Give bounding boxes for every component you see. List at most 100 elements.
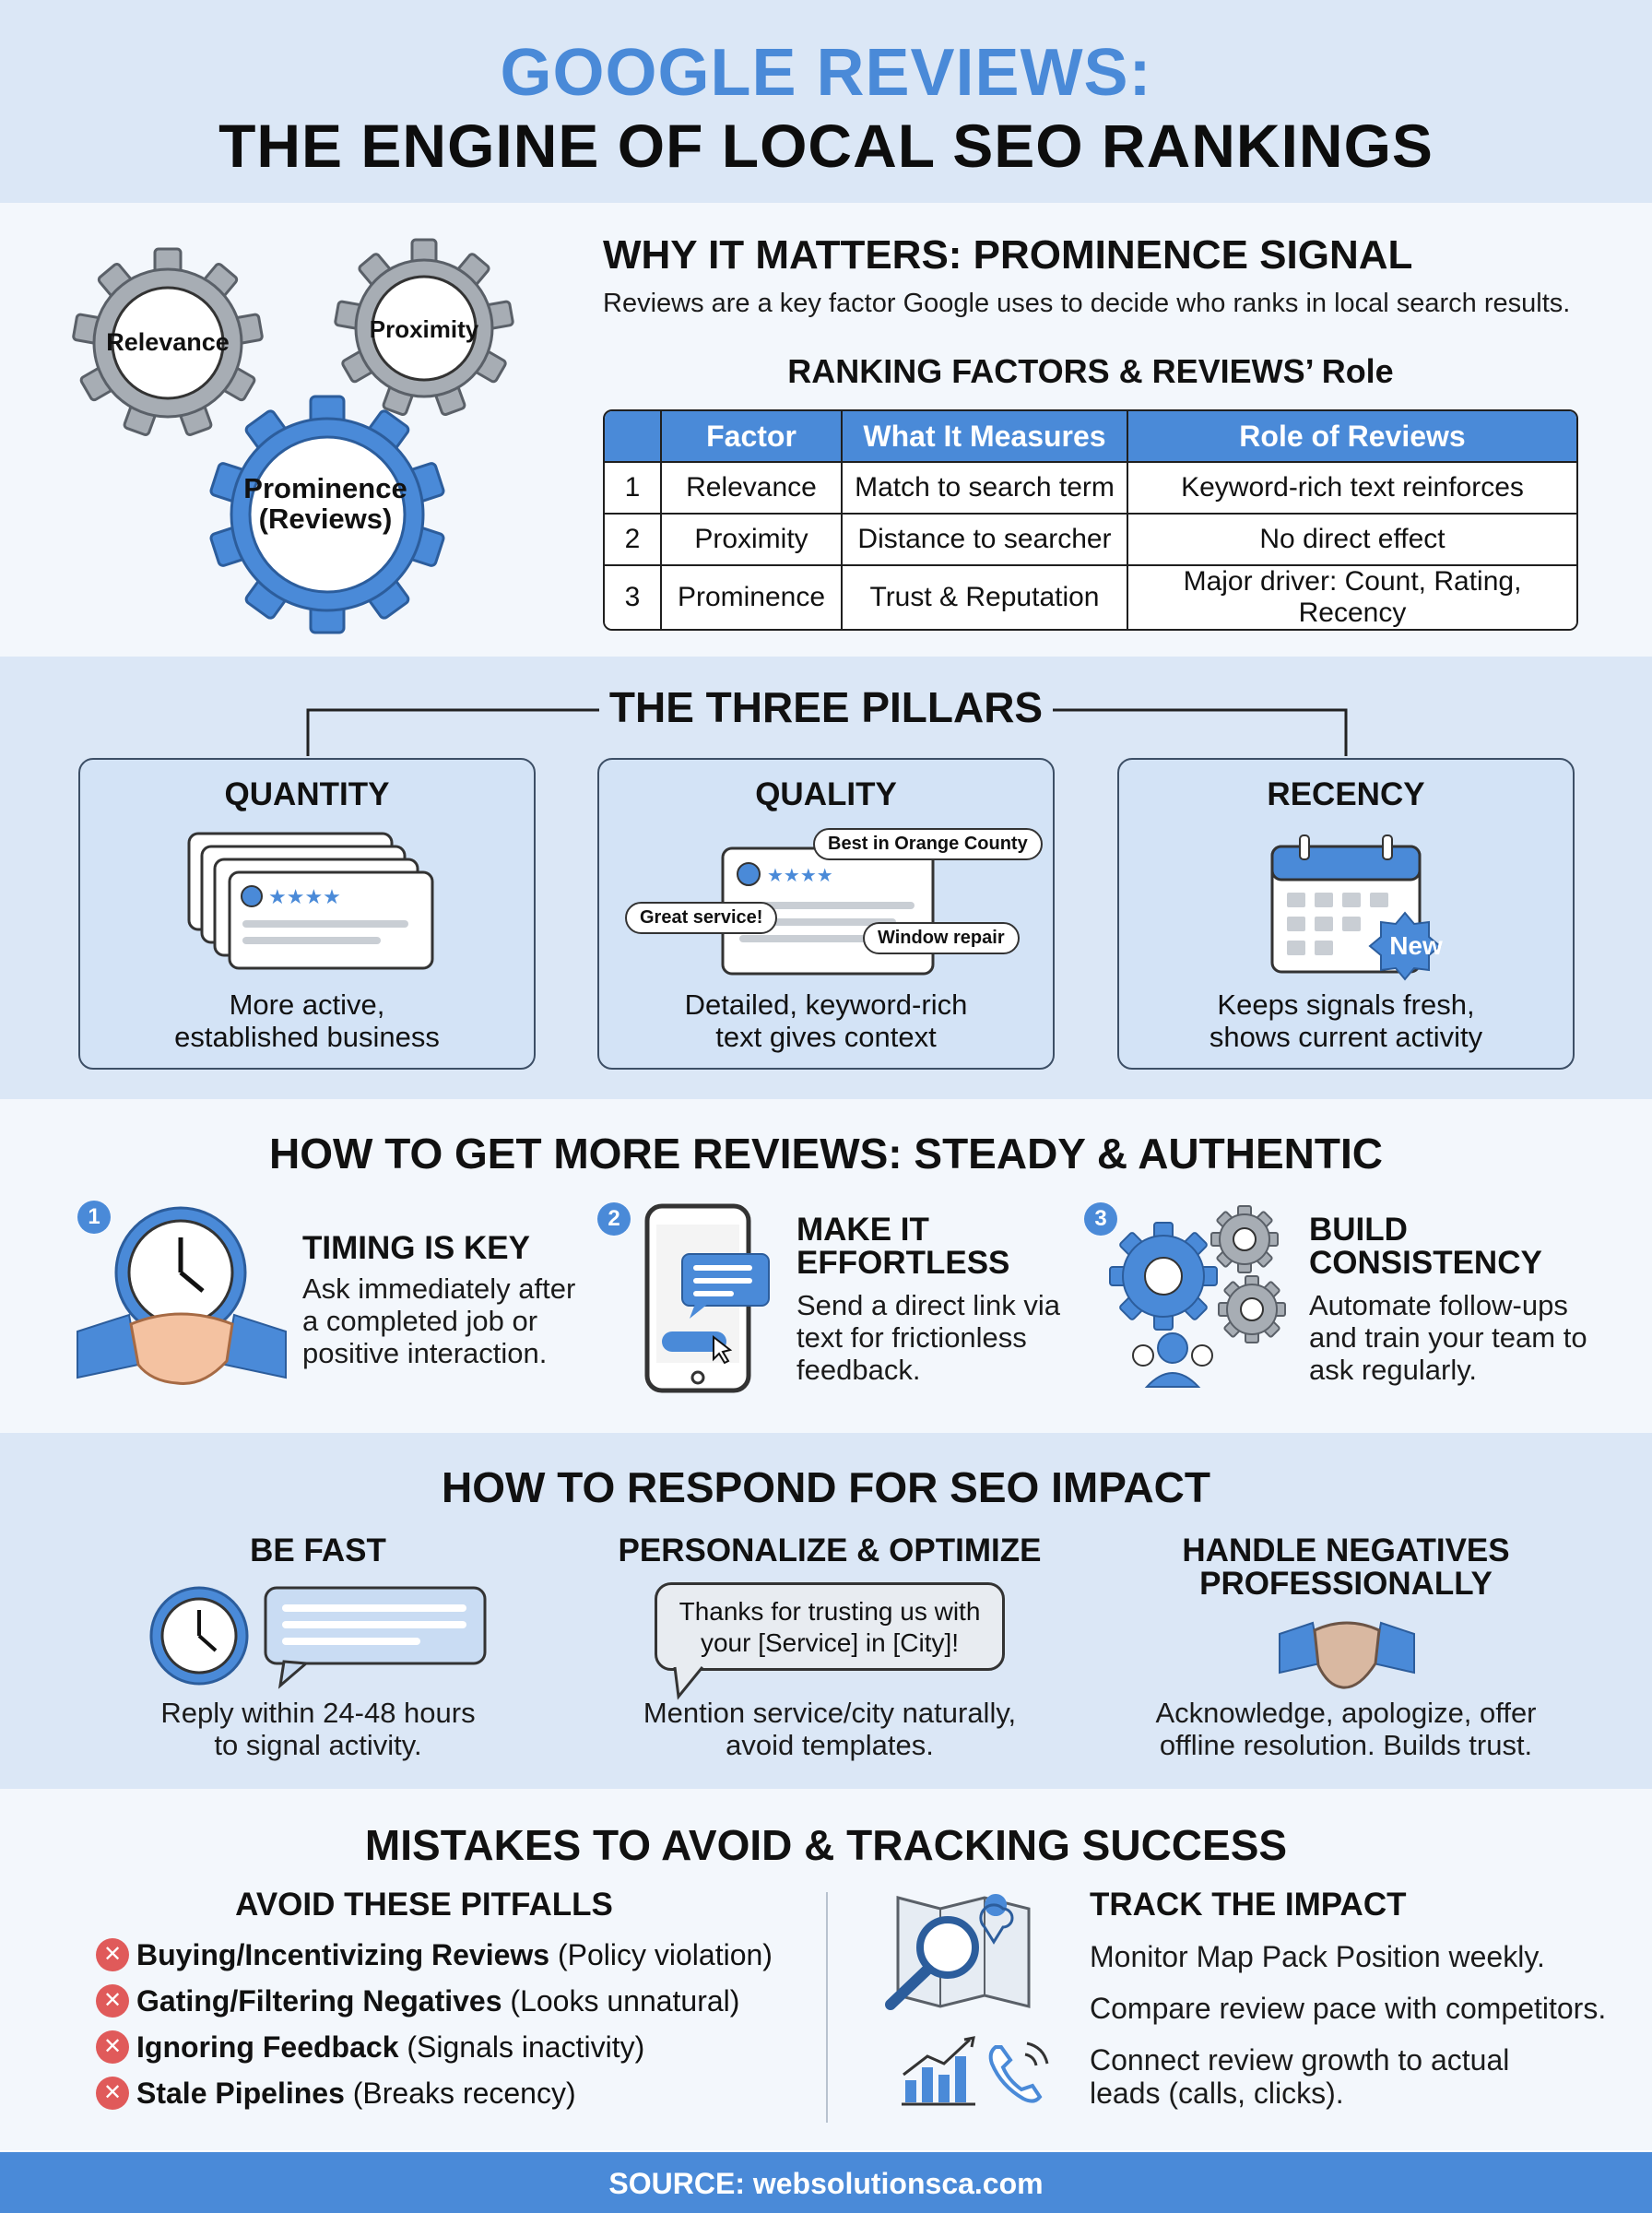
handshake-icon [1279,1621,1415,1689]
relevance-gear-icon [72,247,264,437]
map-search-icon [885,1894,1031,2010]
title-line-1: GOOGLE REVIEWS: [500,36,1152,110]
desc-line: ask regularly. [1309,1354,1478,1386]
personalize-title: PERSONALIZE & OPTIMIZE [618,1533,1042,1568]
cell: Match to search term [843,463,1128,515]
personalize-desc: Mention service/city naturally, avoid te… [553,1697,1106,1761]
step-2-desc: Send a direct link via text for friction… [796,1289,1060,1386]
cell: Relevance [662,463,843,515]
track-item: Connect review growth to actual [1090,2043,1510,2077]
bubble-line: Thanks for trusting us with [678,1597,981,1626]
cell: 3 [605,566,662,629]
header-band: GOOGLE REVIEWS: THE ENGINE OF LOCAL SEO … [0,0,1652,203]
desc-line: text for frictionless [796,1321,1027,1354]
pillar-desc: Detailed, keyword-rich text gives contex… [599,988,1053,1053]
avoid-title: AVOID THESE PITFALLS [235,1887,613,1923]
pillar-desc-line: More active, [229,988,385,1021]
cell: Trust & Reputation [843,566,1128,629]
respond-heading: HOW TO RESPOND FOR SEO IMPACT [442,1463,1210,1511]
cell: No direct effect [1128,515,1576,566]
svg-text:★★★★: ★★★★ [767,864,833,886]
step-1-desc: Ask immediately after a completed job or… [302,1272,575,1369]
pitfall-bold: Ignoring Feedback [136,2030,399,2064]
pitfall-bold: Buying/Incentivizing Reviews [136,1938,550,1971]
title-line-2: THE ENGINE OF LOCAL SEO RANKINGS [218,112,1434,180]
pillar-quantity: QUANTITY ★★★★ More active, established b… [78,758,536,1070]
desc-line: Mention service/city naturally, [643,1697,1017,1729]
ranking-factors-table: Factor What It Measures Role of Reviews … [603,409,1578,631]
col-measures: What It Measures [843,411,1128,463]
table-row: 2 Proximity Distance to searcher No dire… [605,515,1576,566]
pitfall-note: (Looks unnatural) [502,1984,740,2018]
pillar-quality: QUALITY ★★★★ Best in Orange County Great… [597,758,1055,1070]
track-title: TRACK THE IMPACT [1090,1887,1407,1923]
desc-line: positive interaction. [302,1337,548,1369]
pillar-title: RECENCY [1267,776,1425,812]
proximity-gear-icon [334,238,514,417]
track-item: leads (calls, clicks). [1090,2077,1344,2110]
pitfall-item: ✕Gating/Filtering Negatives (Looks unnat… [96,1982,739,2019]
why-description: Reviews are a key factor Google uses to … [603,289,1571,318]
clock-handshake-icon [77,1206,287,1385]
table-row: 3 Prominence Trust & Reputation Major dr… [605,566,1576,629]
desc-line: feedback. [796,1354,921,1386]
gear-label-reviews: (Reviews) [258,503,393,535]
gear-label-prominence: Prominence [243,472,407,504]
column-divider [826,1892,828,2123]
pitfall-bold: Gating/Filtering Negatives [136,1984,502,2018]
get-more-band [0,1099,1652,1433]
handle-negatives-title-2: PROFESSIONALLY [1199,1566,1493,1602]
step-2-title-1: MAKE IT [796,1212,929,1248]
step-number-1: 1 [77,1201,111,1234]
desc-line: Acknowledge, apologize, offer [1155,1697,1537,1729]
col-factor: Factor [662,411,843,463]
phone-message-icon [644,1203,770,1393]
pillar-title: QUANTITY [224,776,390,812]
bubble-tail [673,1666,704,1700]
col-role: Role of Reviews [1128,411,1576,463]
pillar-desc-line: shows current activity [1209,1021,1483,1053]
calendar-icon [1270,834,1442,981]
pitfall-item: ✕Ignoring Feedback (Signals inactivity) [96,2029,644,2065]
step-number-2: 2 [597,1202,631,1236]
personalize-bubble: Thanks for trusting us with your [Servic… [655,1582,1005,1671]
pillar-recency: RECENCY New Keeps signals fresh, shows c… [1117,758,1575,1070]
pitfall-note: (Signals inactivity) [398,2030,645,2064]
pitfall-note: (Policy violation) [549,1938,773,1971]
pitfall-item: ✕Buying/Incentivizing Reviews (Policy vi… [96,1936,773,1973]
cell: Prominence [662,566,843,629]
bubble-great-service: Great service! [625,902,778,934]
step-1-title: TIMING IS KEY [302,1230,530,1266]
desc-line: avoid templates. [726,1729,934,1761]
pillar-desc-line: Detailed, keyword-rich [684,988,968,1021]
be-fast-desc: Reply within 24-48 hours to signal activ… [37,1697,599,1761]
mistakes-heading: MISTAKES TO AVOID & TRACKING SUCCESS [364,1821,1288,1869]
footer-bar: SOURCE: websolutionsca.com [0,2152,1652,2213]
gear-label-relevance: Relevance [106,328,230,356]
desc-line: Ask immediately after [302,1272,576,1305]
pillar-desc-line: established business [174,1021,440,1053]
desc-line: to signal activity. [214,1729,422,1761]
desc-line: Reply within 24-48 hours [160,1697,476,1729]
get-more-heading: HOW TO GET MORE REVIEWS: STEADY & AUTHEN… [269,1130,1383,1178]
bubble-best-in-orange-county: Best in Orange County [813,828,1043,860]
table-header-row: Factor What It Measures Role of Reviews [605,411,1576,463]
gears-team-icon [1109,1205,1286,1388]
bar-chart-phone-icon [902,2036,1049,2106]
stacked-reviews-icon: ★★★★ [187,832,434,970]
track-item: Compare review pace with competitors. [1090,1992,1607,2025]
handle-negatives-desc: Acknowledge, apologize, offer offline re… [1060,1697,1632,1761]
x-circle-icon: ✕ [96,2030,129,2064]
pillar-desc-line: Keeps signals fresh, [1217,988,1475,1021]
pillar-desc: More active, established business [80,988,534,1053]
step-number-3: 3 [1084,1202,1117,1236]
col-index [605,411,662,463]
gear-label-proximity: Proximity [369,315,479,343]
pitfall-bold: Stale Pipelines [136,2077,345,2110]
step-3-title-2: CONSISTENCY [1309,1245,1542,1281]
table-title: RANKING FACTORS & REVIEWS’ Role [787,352,1394,390]
pitfall-note: (Breaks recency) [344,2077,576,2110]
x-circle-icon: ✕ [96,1983,129,2018]
step-3-desc: Automate follow-ups and train your team … [1309,1289,1587,1386]
pillars-connector [306,708,1348,756]
